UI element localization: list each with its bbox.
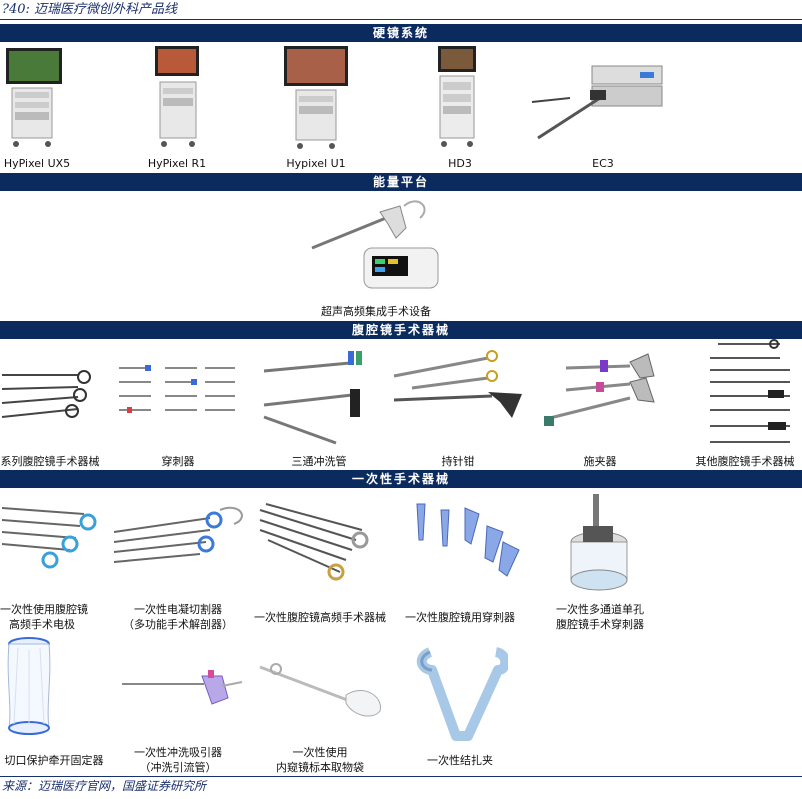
- disp-label-suction-1: 一次性冲洗吸引器: [134, 746, 222, 759]
- disposable-electrode-image: [1, 507, 97, 569]
- disposable-coagulation-cutter-image: [113, 506, 243, 563]
- needle-holder-image: [393, 350, 522, 418]
- rigid-label-ec3: EC3: [592, 157, 614, 170]
- rigid-label-ux5: HyPixel UX5: [3, 157, 71, 170]
- disp-label-electrode-1: 一次性使用腹腔镜: [0, 603, 88, 616]
- clip-applier-image: [544, 353, 655, 426]
- disp-label-electrode-2: 高频手术电极: [9, 618, 75, 631]
- hd3-image: [438, 46, 476, 147]
- lap-label-trocar: 穿刺器: [161, 455, 195, 468]
- trocar-image: [119, 365, 235, 413]
- rigid-label-r1: HyPixel R1: [147, 157, 207, 170]
- section-header-disposable: 一次性手术器械: [0, 470, 802, 488]
- disp-label-suction-2: （冲洗引流管）: [139, 761, 217, 774]
- figure-title: ?40: 迈瑞医疗微创外科产品线: [0, 0, 802, 20]
- disp-label-multichannel-1: 一次性多通道单孔: [556, 603, 644, 616]
- ec3-image: [531, 65, 663, 140]
- hypixel-ux5-image: [6, 48, 62, 147]
- hypixel-r1-image: [155, 46, 199, 147]
- disp-label-retractor: 切口保护牵开固定器: [4, 754, 104, 767]
- disposable-multichannel-trocar-image: [570, 494, 628, 591]
- source-footnote: 来源：迈瑞医疗官网，国盛证券研究所: [0, 776, 802, 799]
- rigid-label-hd3: HD3: [448, 157, 472, 170]
- wound-retractor-image: [7, 637, 51, 735]
- lap-label-clip-applier: 施夹器: [583, 455, 617, 468]
- disposable-trocar-image: [416, 503, 520, 577]
- lap-label-needle-holder: 持针钳: [441, 455, 475, 468]
- ligation-clip-image: [416, 647, 508, 741]
- rigid-label-u1: Hypixel U1: [286, 157, 346, 170]
- three-way-irrigation-tube-image: [263, 351, 362, 445]
- section-header-lap-instruments: 腹腔镜手术器械: [0, 321, 802, 339]
- lap-instruments-image: [1, 370, 91, 418]
- irrigation-suction-image: [122, 670, 243, 705]
- lap-label-irrigation: 三通冲洗管: [291, 455, 347, 468]
- disposable-hf-instrument-image: [259, 503, 369, 581]
- section-header-rigid-scope: 硬镜系统: [0, 24, 802, 42]
- disp-label-bag-2: 内窥镜标本取物袋: [276, 761, 364, 774]
- disp-label-bag-1: 一次性使用: [292, 746, 348, 759]
- disp-label-ligation-clip: 一次性结扎夹: [427, 754, 493, 767]
- disp-label-cutter-2: （多功能手术解剖器）: [123, 618, 233, 631]
- disp-label-trocar: 一次性腹腔镜用穿刺器: [405, 611, 515, 624]
- disp-label-hf-instrument: 一次性腹腔镜高频手术器械: [254, 611, 386, 624]
- hypixel-u1-image: [284, 46, 348, 149]
- section-header-energy-platform: 能量平台: [0, 173, 802, 191]
- energy-label: 超声高频集成手术设备: [321, 305, 431, 318]
- disp-label-cutter-1: 一次性电凝切割器: [134, 603, 222, 616]
- disp-label-multichannel-2: 腹腔镜手术穿刺器: [556, 618, 644, 631]
- specimen-bag-image: [259, 663, 381, 717]
- lap-label-other: 其他腹腔镜手术器械: [695, 455, 795, 468]
- lap-label-series: 系列腹腔镜手术器械: [0, 455, 100, 468]
- other-lap-instruments-image: [710, 339, 790, 443]
- ultrasonic-generator-image: [311, 200, 439, 289]
